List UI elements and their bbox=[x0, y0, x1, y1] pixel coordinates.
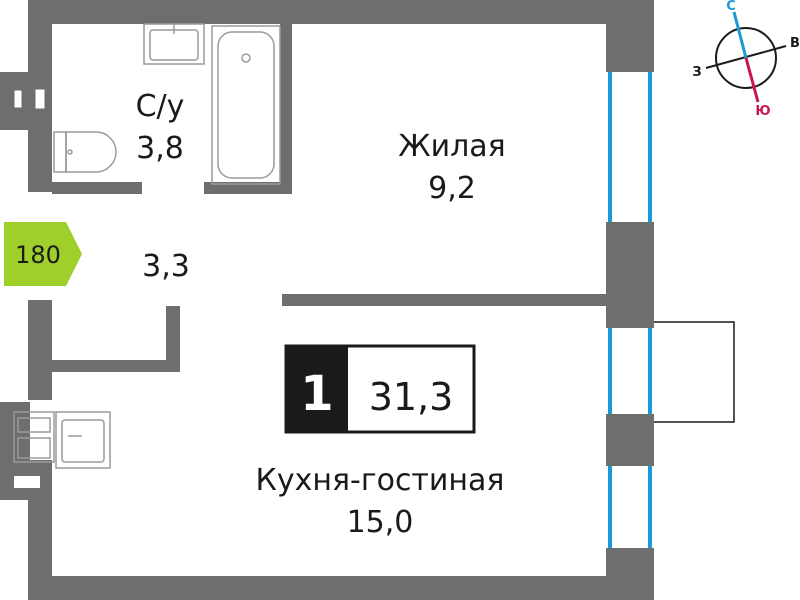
toilet bbox=[53, 131, 117, 173]
window-living bbox=[606, 72, 654, 222]
window-kitchen-1 bbox=[606, 328, 654, 414]
apartment-number: 180 bbox=[15, 241, 61, 269]
compass-south-line bbox=[744, 57, 760, 103]
compass-south-label: Ю bbox=[755, 104, 770, 119]
compass-circle bbox=[715, 27, 777, 89]
kitchen-sink bbox=[13, 411, 111, 469]
bath-partition-vertical bbox=[280, 24, 292, 194]
compass-north-label: С bbox=[726, 0, 736, 14]
bathtub bbox=[211, 25, 281, 185]
bath-partition-bottom bbox=[52, 182, 142, 194]
wall-bottom bbox=[28, 576, 654, 600]
room-name-kitchen: Кухня-гостиная bbox=[256, 463, 505, 498]
wall-right-top bbox=[606, 0, 654, 72]
wall-right-mid2 bbox=[606, 414, 654, 466]
sink-bathroom bbox=[143, 23, 205, 65]
hall-partition-vertical bbox=[166, 306, 180, 372]
room-name-bathroom: С/у bbox=[136, 89, 185, 124]
compass: С В З Ю bbox=[692, 0, 800, 119]
apartment-number-badge bbox=[4, 222, 82, 286]
wall-right-bottom bbox=[606, 548, 654, 600]
room-name-living: Жилая bbox=[398, 129, 505, 164]
rooms-count: 1 bbox=[300, 366, 333, 422]
vent-slot-2 bbox=[35, 89, 45, 109]
window-kitchen-2 bbox=[606, 466, 654, 548]
compass-north-line bbox=[732, 11, 748, 59]
vent-slot-1 bbox=[13, 89, 23, 109]
compass-east-label: В bbox=[790, 36, 800, 51]
hall-partition-horizontal bbox=[52, 360, 180, 372]
room-area-bathroom: 3,8 bbox=[136, 131, 184, 166]
room-area-kitchen: 15,0 bbox=[347, 505, 414, 540]
area-summary-box: 1 31,3 bbox=[284, 344, 476, 434]
living-partition bbox=[282, 294, 606, 306]
room-area-hall: 3,3 bbox=[142, 249, 190, 284]
compass-west-label: З bbox=[692, 65, 701, 80]
wall-right-mid bbox=[606, 222, 654, 328]
room-area-living: 9,2 bbox=[428, 171, 476, 206]
bath-partition-bottom2 bbox=[204, 182, 290, 194]
wall-top bbox=[28, 0, 654, 24]
balcony-outline bbox=[654, 321, 735, 423]
ext-slot bbox=[14, 476, 40, 488]
windows bbox=[606, 72, 654, 548]
total-area: 31,3 bbox=[369, 375, 454, 419]
walls bbox=[0, 0, 654, 600]
wall-left-mid bbox=[28, 300, 52, 400]
